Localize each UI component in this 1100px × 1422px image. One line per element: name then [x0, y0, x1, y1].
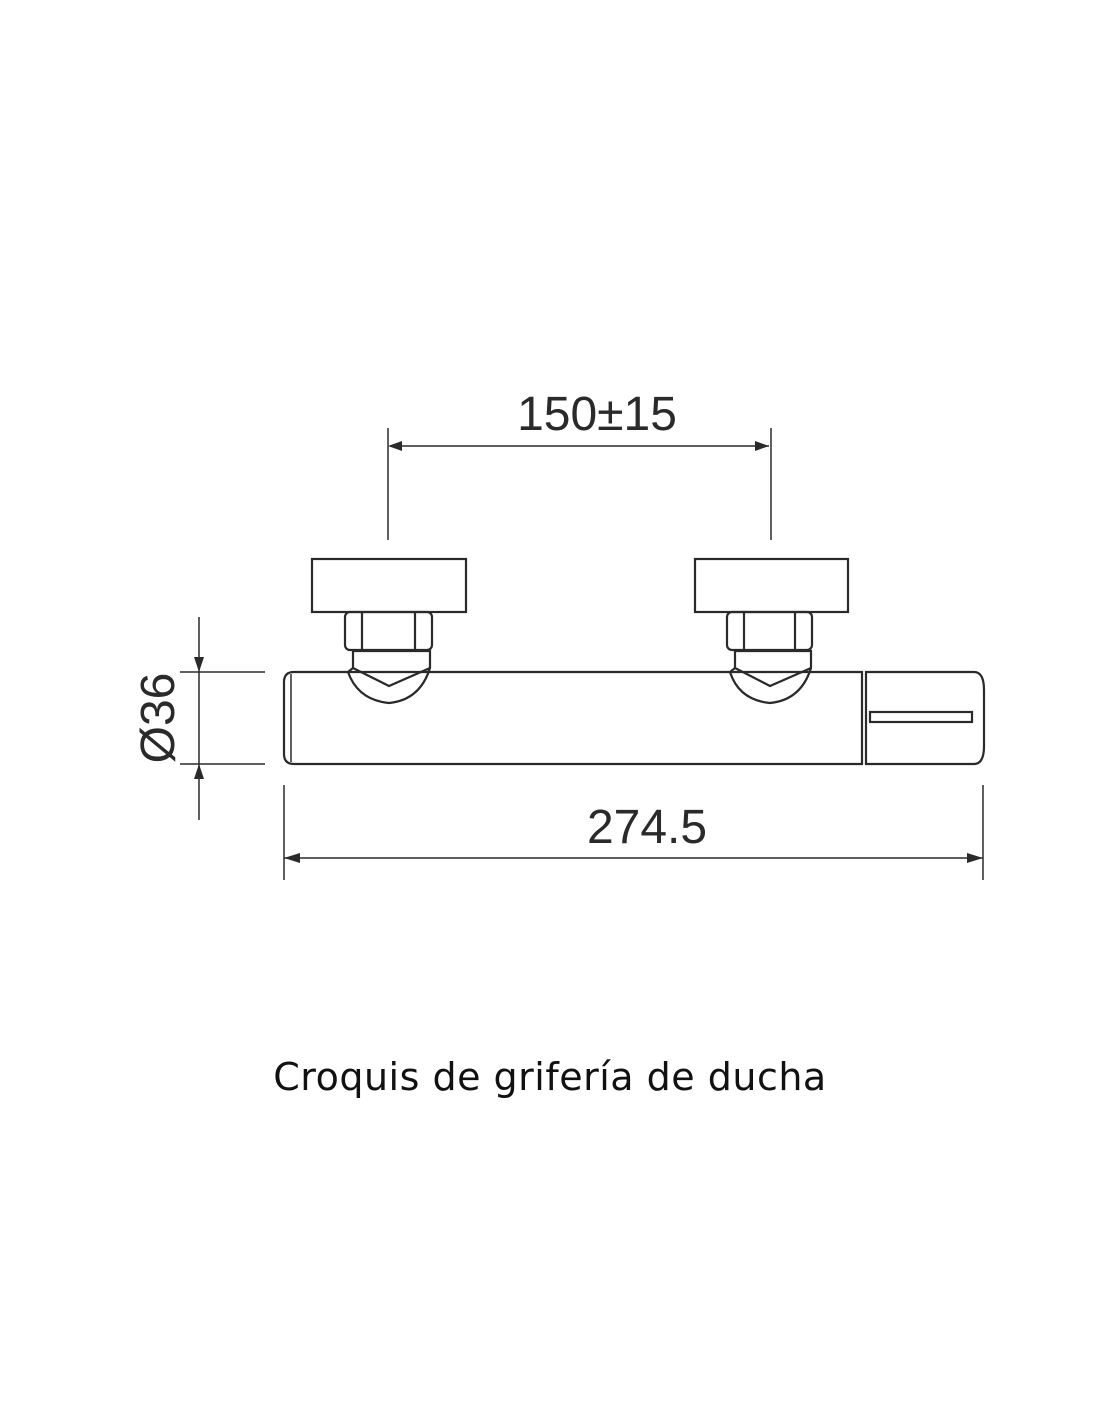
diagram-caption: Croquis de grifería de ducha [273, 1055, 827, 1099]
dimension-label-diameter: Ø36 [132, 673, 185, 764]
dimension-total-length: 274.5 [283, 785, 984, 880]
right-handle [693, 557, 850, 705]
left-handle [310, 557, 468, 705]
dimension-handle-spacing: 150±15 [387, 388, 772, 540]
faucet-body [282, 670, 986, 766]
dimension-label-length: 274.5 [587, 801, 707, 854]
dimension-diameter: Ø36 [132, 617, 265, 820]
dimension-label-spacing: 150±15 [517, 388, 677, 441]
